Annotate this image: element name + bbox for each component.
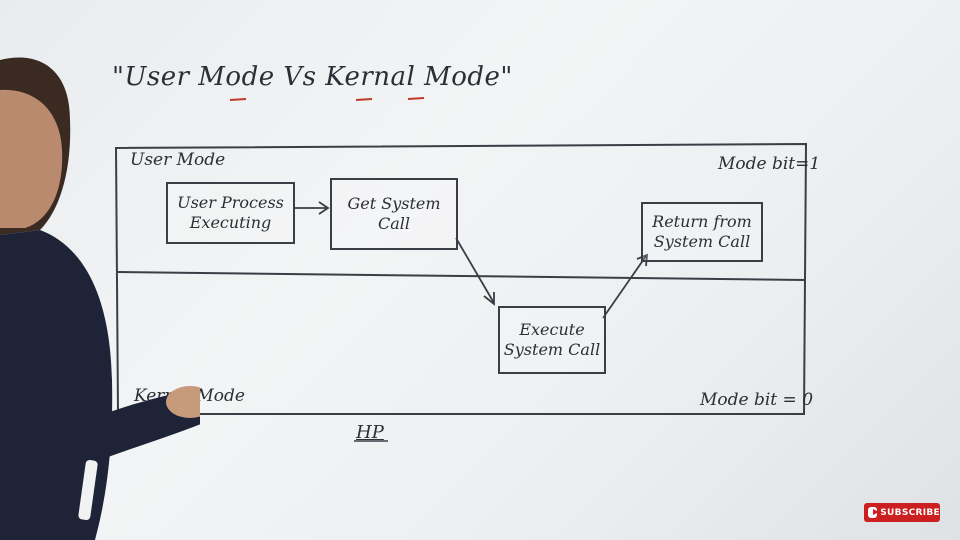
presenter-figure [0, 57, 200, 540]
title-underline-1 [229, 98, 247, 101]
mode-frame [114, 142, 808, 415]
arrow-2-line [455, 237, 495, 304]
box-line: User Process [177, 193, 284, 212]
presenter-hand [166, 386, 200, 418]
user-process-box: User Process Executing [166, 182, 295, 244]
user-mode-label: User Mode [130, 150, 226, 170]
youtube-play-icon [868, 507, 880, 518]
box-line: Return from [652, 212, 752, 231]
box-line: Execute [519, 320, 585, 339]
box-line: System Call [653, 232, 751, 251]
user-mode-bit-label: Mode bit=1 [718, 154, 821, 174]
signature-text: HP [356, 422, 384, 443]
marker [78, 459, 98, 521]
presenter-body [0, 230, 113, 540]
arrow-1-head [318, 201, 330, 215]
arrow-3-head [636, 253, 649, 267]
box-line: Call [377, 214, 410, 233]
get-system-call-box: Get System Call [330, 178, 458, 250]
diagram-title: "User Mode Vs Kernal Mode" [112, 62, 513, 92]
arrow-3-line [602, 255, 647, 319]
box-line: Executing [189, 213, 272, 232]
execute-system-call-box: Execute System Call [498, 306, 606, 374]
kernel-mode-bit-label: Mode bit = 0 [700, 390, 814, 410]
title-underline-3 [407, 97, 425, 100]
subscribe-button[interactable]: SUBSCRIBE [864, 503, 940, 522]
mode-divider [117, 271, 806, 281]
return-from-system-call-box: Return from System Call [641, 202, 763, 262]
arrow-2-head [483, 292, 495, 306]
box-line: System Call [503, 340, 601, 359]
box-line: Get System [347, 194, 441, 213]
title-underline-2 [355, 98, 373, 101]
subscribe-label: SUBSCRIBE [880, 507, 940, 518]
